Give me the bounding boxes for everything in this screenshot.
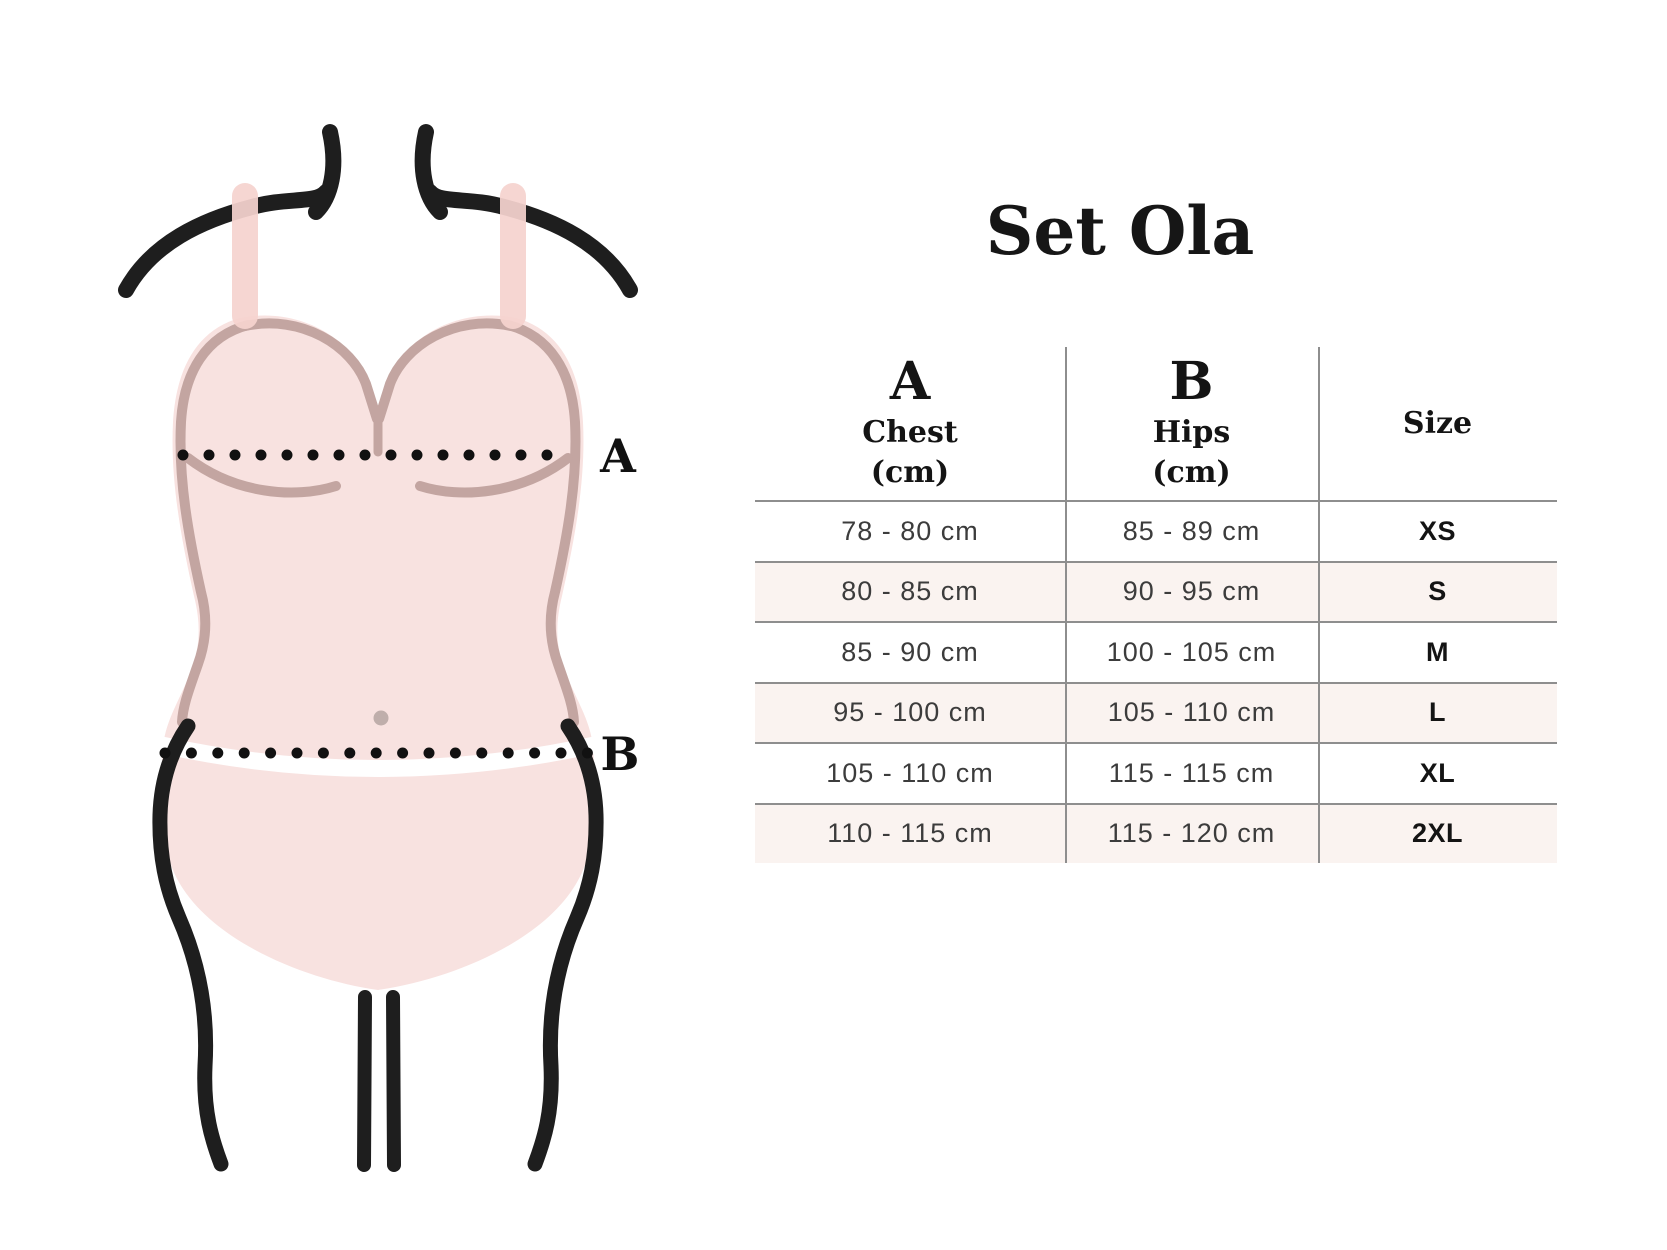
inner-thigh-line-left <box>357 990 372 1172</box>
cell-hips: 115 - 120 cm <box>1107 818 1276 849</box>
table-row: 95 - 100 cm 105 - 110 cm L <box>755 681 1557 742</box>
underbust-arc-right <box>415 453 573 498</box>
table-row: 78 - 80 cm 85 - 89 cm XS <box>755 500 1557 561</box>
table-row: 110 - 115 cm 115 - 120 cm 2XL <box>755 802 1557 863</box>
table-row: 80 - 85 cm 90 - 95 cm S <box>755 560 1557 621</box>
cell-size: XS <box>1418 515 1457 546</box>
table-header: A Chest (cm) B Hips (cm) Size <box>755 347 1557 500</box>
torso-silhouette <box>161 315 595 991</box>
header-unit-chest: (cm) <box>870 455 950 490</box>
cell-hips: 105 - 110 cm <box>1107 697 1276 728</box>
cell-size: 2XL <box>1411 818 1464 849</box>
neckline-right <box>374 318 516 424</box>
strap-right <box>500 183 526 329</box>
cell-hips: 100 - 105 cm <box>1106 636 1277 667</box>
header-hips: B Hips (cm) <box>1065 347 1318 500</box>
header-size: Size <box>1318 347 1557 500</box>
body-measurement-figure: A B <box>118 124 640 1172</box>
header-letter-b: B <box>1169 351 1214 412</box>
inner-thigh-line-right <box>386 990 401 1172</box>
table-row: 85 - 90 cm 100 - 105 cm M <box>755 621 1557 682</box>
leg-outline-right <box>527 718 604 1172</box>
header-name-size: Size <box>1402 405 1473 441</box>
table-row: 105 - 110 cm 115 - 115 cm XL <box>755 742 1557 803</box>
leg-outline-left <box>152 718 229 1172</box>
cell-chest: 78 - 80 cm <box>841 515 979 546</box>
header-name-hips: Hips <box>1152 415 1231 450</box>
cell-hips: 90 - 95 cm <box>1122 576 1261 607</box>
elbow-right <box>414 124 448 220</box>
page-title: Set Ola <box>985 192 1255 270</box>
strap-left <box>232 183 258 329</box>
side-seam-left <box>175 320 253 727</box>
measure-label-b: B <box>601 727 640 781</box>
header-letter-a: A <box>889 351 931 412</box>
arm-right <box>422 184 638 298</box>
column-divider-1 <box>1065 347 1067 863</box>
column-divider-2 <box>1318 347 1320 863</box>
cell-chest: 80 - 85 cm <box>841 576 979 607</box>
side-seam-right <box>503 320 581 727</box>
header-name-chest: Chest <box>862 415 958 450</box>
cell-size: S <box>1428 576 1447 607</box>
navel-dot <box>373 710 389 726</box>
cell-size: L <box>1429 697 1446 728</box>
cell-chest: 105 - 110 cm <box>826 757 994 788</box>
neckline-left <box>240 318 382 424</box>
cell-chest: 110 - 115 cm <box>827 818 993 849</box>
cell-size: XL <box>1419 757 1456 788</box>
measure-label-a: A <box>599 429 637 483</box>
cell-hips: 115 - 115 cm <box>1108 757 1275 788</box>
header-chest: A Chest (cm) <box>755 347 1065 500</box>
cell-size: M <box>1426 636 1449 667</box>
arm-left <box>118 184 334 298</box>
size-table: A Chest (cm) B Hips (cm) Size 78 - 80 cm… <box>755 347 1557 863</box>
underbust-arc-left <box>183 453 341 498</box>
cell-hips: 85 - 89 cm <box>1122 515 1261 546</box>
elbow-left <box>308 124 342 220</box>
header-unit-hips: (cm) <box>1152 455 1231 490</box>
cell-chest: 85 - 90 cm <box>841 636 979 667</box>
cell-chest: 95 - 100 cm <box>833 697 987 728</box>
